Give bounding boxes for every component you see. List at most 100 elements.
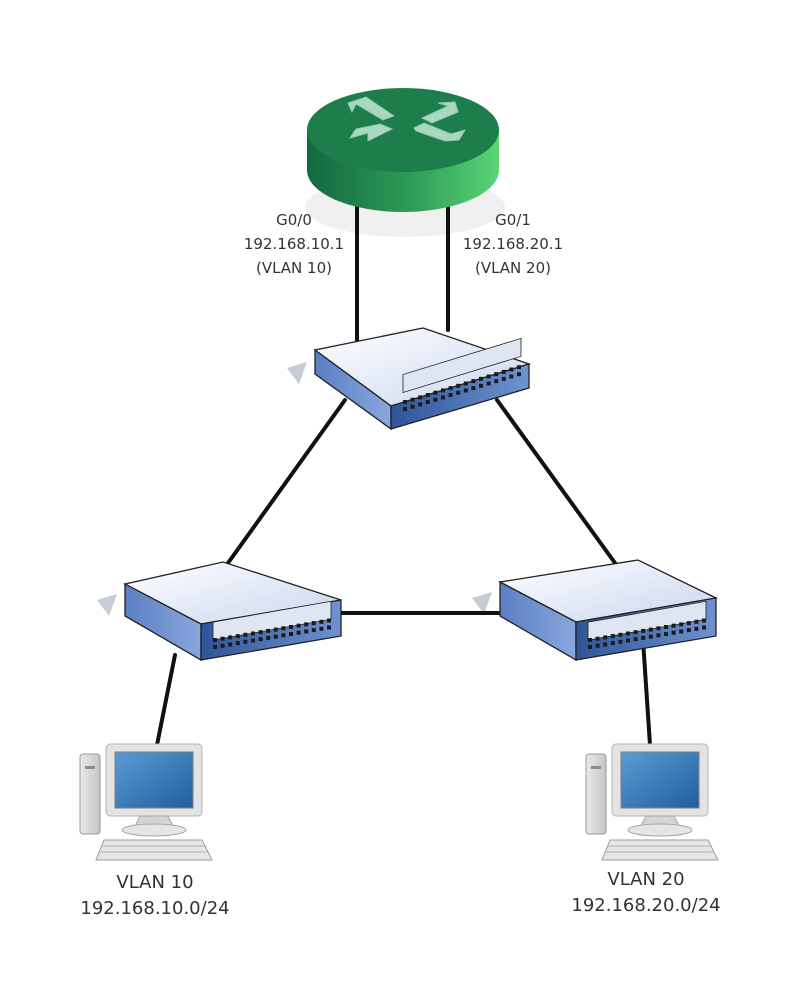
switch-port	[595, 643, 600, 648]
switch-port	[235, 634, 240, 639]
switch-port	[588, 645, 592, 649]
desktop-pc-left	[79, 743, 213, 861]
switch-port	[403, 407, 407, 411]
switch-port	[656, 626, 661, 631]
switch-port	[425, 393, 430, 397]
switch-port	[273, 634, 278, 639]
switch-port	[243, 632, 248, 637]
switch-port	[471, 386, 476, 391]
host-subnet: 192.168.10.0/24	[80, 898, 230, 919]
interface-vlan: (VLAN 10)	[255, 259, 332, 277]
switch-port	[664, 632, 668, 636]
switch-port	[281, 633, 286, 638]
switch-port	[656, 633, 661, 638]
interface-ip: 192.168.10.1	[243, 235, 345, 253]
switch-port	[213, 638, 217, 642]
interface-vlan: (VLAN 20)	[474, 259, 551, 277]
switch-port	[641, 628, 646, 633]
switch-port	[694, 619, 699, 624]
switch-port	[456, 390, 461, 395]
switch-right	[472, 559, 719, 662]
interface-name: G0/0	[276, 211, 312, 229]
switch-port	[517, 372, 521, 377]
switch-port	[213, 645, 217, 649]
switch-port	[494, 372, 499, 377]
host-subnet: 192.168.20.0/24	[571, 895, 721, 916]
switch-port	[235, 641, 240, 646]
switch-port	[410, 397, 415, 402]
switch-port	[289, 625, 293, 629]
switch-port	[595, 636, 600, 641]
switch-port	[327, 618, 331, 623]
switch-port	[641, 635, 646, 640]
switch-port	[648, 634, 653, 639]
switch-port	[433, 397, 438, 402]
switch-port	[296, 623, 301, 628]
switch-port	[603, 635, 608, 640]
switch-left	[97, 561, 342, 662]
switch-port	[228, 635, 233, 640]
host-vlan: VLAN 10	[116, 872, 194, 893]
switch-port	[258, 637, 263, 642]
switch-port	[702, 618, 706, 623]
switch-port	[463, 388, 468, 393]
switch-port	[671, 623, 676, 628]
switch-port	[494, 379, 499, 384]
switch-port	[679, 622, 684, 627]
switch-port	[702, 625, 706, 630]
switch-port	[418, 395, 423, 400]
switch-port	[281, 626, 286, 631]
switch-port	[228, 642, 233, 647]
switch-port	[289, 632, 293, 636]
interface-ip: 192.168.20.1	[462, 235, 564, 253]
switch-port	[296, 630, 301, 635]
switch-port	[588, 638, 592, 642]
switch-port	[319, 626, 324, 631]
switch-port	[266, 628, 271, 633]
switch-port	[501, 376, 506, 381]
switch-port	[327, 625, 331, 630]
switch-port	[633, 637, 638, 642]
switch-port	[671, 630, 676, 635]
switch-port	[626, 631, 630, 636]
switch-port	[251, 631, 255, 636]
switch-port	[603, 642, 608, 647]
switch-port	[686, 628, 691, 633]
switch-port	[501, 369, 506, 374]
switch-port	[418, 402, 423, 407]
switch-port	[425, 400, 430, 404]
switch-port	[479, 383, 483, 388]
link-right-pc	[641, 638, 652, 747]
link-top-left	[226, 398, 347, 565]
switch-port	[243, 639, 248, 644]
switch-port	[694, 626, 699, 631]
switch-port	[304, 629, 309, 634]
switch-port	[509, 367, 514, 372]
switch-port	[456, 383, 461, 388]
switch-port	[618, 632, 623, 637]
switch-port	[664, 625, 668, 629]
switch-port	[258, 630, 263, 635]
switch-port	[471, 379, 476, 384]
switch-port	[251, 638, 255, 643]
switch-port	[319, 619, 324, 624]
switch-port	[610, 641, 615, 646]
host-vlan: VLAN 20	[607, 869, 685, 890]
router-icon	[305, 88, 505, 237]
switch-port	[686, 621, 691, 626]
router-interface-g0-0-label: G0/0 192.168.10.1 (VLAN 10)	[232, 208, 356, 280]
switch-port	[463, 381, 468, 386]
switch-port	[311, 621, 316, 626]
switch-port	[509, 374, 514, 379]
switch-port	[441, 388, 445, 393]
pc-right-label: VLAN 20 192.168.20.0/24	[548, 867, 744, 919]
switch-port	[311, 628, 316, 633]
desktop-pc-right	[585, 743, 719, 861]
switch-port	[517, 365, 521, 370]
switch-port	[403, 400, 407, 404]
switch-port	[220, 636, 225, 641]
switch-top	[287, 326, 533, 431]
switch-port	[410, 404, 415, 409]
switch-port	[266, 635, 271, 640]
